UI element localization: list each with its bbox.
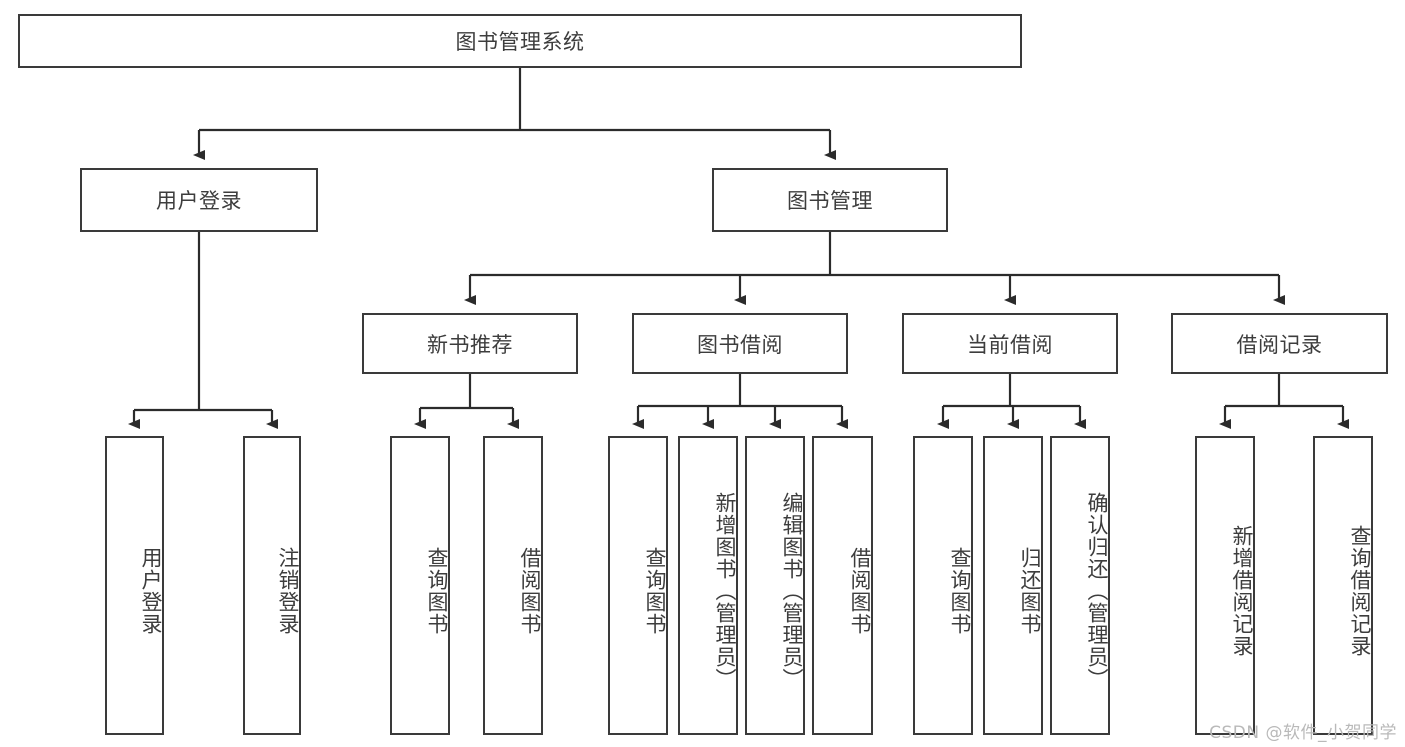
- node-leaf-return-book[interactable]: 归还图书: [983, 436, 1043, 735]
- node-label: 新增图书（管理员）: [713, 491, 737, 690]
- node-new-book-recommend[interactable]: 新书推荐: [362, 313, 578, 374]
- node-leaf-add-borrow-record[interactable]: 新增借阅记录: [1195, 436, 1255, 735]
- node-leaf-user-login[interactable]: 用户登录: [105, 436, 164, 735]
- node-root-system[interactable]: 图书管理系统: [18, 14, 1022, 68]
- node-leaf-borrow-book[interactable]: 借阅图书: [812, 436, 873, 735]
- node-label: 注销登录: [276, 546, 300, 635]
- node-leaf-query-book-current[interactable]: 查询图书: [913, 436, 973, 735]
- node-current-borrow[interactable]: 当前借阅: [902, 313, 1118, 374]
- node-label: 查询借阅记录: [1348, 524, 1372, 657]
- node-borrow-record[interactable]: 借阅记录: [1171, 313, 1388, 374]
- node-book-management[interactable]: 图书管理: [712, 168, 948, 232]
- node-label: 新增借阅记录: [1230, 524, 1254, 657]
- node-label: 归还图书: [1018, 546, 1042, 635]
- node-label: 用户登录: [139, 546, 163, 635]
- node-book-borrow[interactable]: 图书借阅: [632, 313, 848, 374]
- node-label: 图书借阅: [697, 332, 783, 357]
- node-leaf-edit-book-admin[interactable]: 编辑图书（管理员）: [745, 436, 805, 735]
- node-label: 图书管理: [787, 189, 873, 213]
- node-leaf-query-book-recommend[interactable]: 查询图书: [390, 436, 450, 735]
- node-label: 用户登录: [156, 189, 242, 213]
- node-leaf-borrow-book-recommend[interactable]: 借阅图书: [483, 436, 543, 735]
- node-label: 查询图书: [948, 546, 972, 635]
- node-label: 当前借阅: [967, 332, 1053, 357]
- node-label: 新书推荐: [427, 332, 513, 357]
- node-label: 图书管理系统: [455, 30, 585, 54]
- node-label: 借阅记录: [1236, 332, 1323, 357]
- node-leaf-add-book-admin[interactable]: 新增图书（管理员）: [678, 436, 738, 735]
- node-leaf-logout-login[interactable]: 注销登录: [243, 436, 301, 735]
- node-label: 查询图书: [643, 546, 667, 635]
- node-user-login[interactable]: 用户登录: [80, 168, 318, 232]
- node-label: 借阅图书: [848, 546, 872, 635]
- node-label: 借阅图书: [518, 546, 542, 635]
- node-leaf-query-book-borrow[interactable]: 查询图书: [608, 436, 668, 735]
- node-leaf-query-borrow-record[interactable]: 查询借阅记录: [1313, 436, 1373, 735]
- node-label: 确认归还（管理员）: [1085, 491, 1109, 690]
- node-label: 查询图书: [425, 546, 449, 635]
- node-leaf-confirm-return-admin[interactable]: 确认归还（管理员）: [1050, 436, 1110, 735]
- node-label: 编辑图书（管理员）: [780, 491, 804, 690]
- csdn-watermark: CSDN @软件_小贺同学: [1209, 723, 1397, 743]
